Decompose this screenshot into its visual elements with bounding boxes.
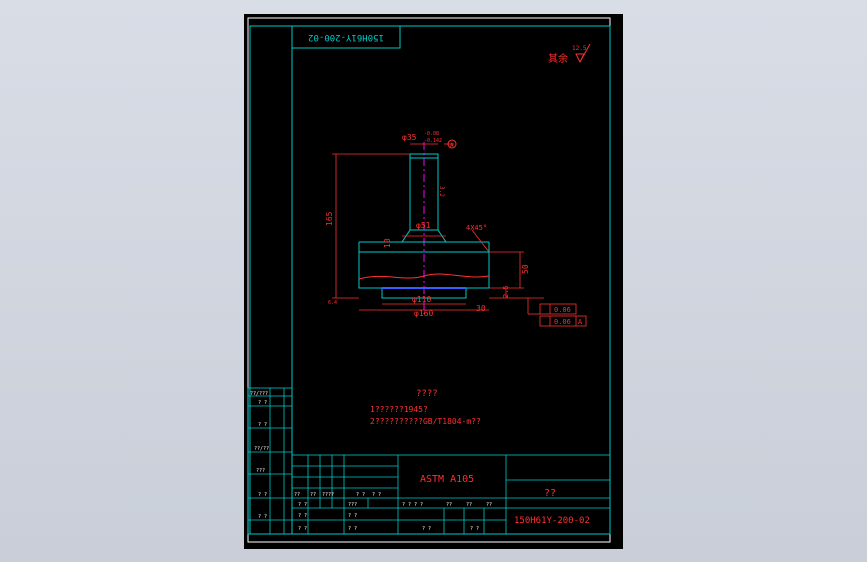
row-a-5: ? ? <box>372 492 381 498</box>
drawing-number-label: 150H61Y-200-02 <box>514 516 590 526</box>
inner-border <box>249 25 611 535</box>
left-label-2: ? ? <box>258 400 267 406</box>
row-c-1: ? ? <box>298 513 307 519</box>
top-dia-tol-lower: -0.142 <box>424 138 442 144</box>
height-total-label: 165 <box>325 211 334 226</box>
roughness-bottom-label: 6.4 <box>328 300 337 306</box>
row-b-1: ? ? <box>298 502 307 508</box>
material-label: ASTM A105 <box>420 474 474 485</box>
notes-line-1: 1??????1945? <box>370 405 428 414</box>
surface-finish-rest: 其余 <box>548 52 568 65</box>
left-label-6: ? ? <box>258 492 267 498</box>
outer-border <box>247 17 611 543</box>
roughness-icon <box>575 43 591 64</box>
bottom-offset-label: 30 <box>476 304 486 313</box>
top-dia-label: φ35 <box>402 133 417 142</box>
row-d-2: ? ? <box>348 526 357 532</box>
bottom-row-1: ? ? <box>422 526 431 532</box>
left-label-5: ??? <box>256 468 265 474</box>
chamfer-label: 4X45° <box>466 224 487 232</box>
top-dia-tol-upper: -0.08 <box>424 131 439 137</box>
rotated-drawing-number: 150H61Y-200-02 <box>308 32 384 42</box>
left-label-1: ??/??? <box>250 391 268 397</box>
notes-line-2: 2??????????GB/T1804-m?? <box>370 417 481 426</box>
row-a-2: ?? <box>310 492 316 498</box>
dimension-lines <box>332 143 544 315</box>
datum-label: A <box>450 142 454 149</box>
break-line <box>358 273 490 280</box>
title-block <box>291 454 611 535</box>
perpendicular-value: 0.06 <box>554 318 571 326</box>
row-c-2: ? ? <box>348 513 357 519</box>
shoulder-label: 10 <box>383 238 392 248</box>
left-margin-table <box>247 387 293 535</box>
scale-row-4: ?? <box>486 502 492 508</box>
left-label-3: ? ? <box>258 422 267 428</box>
roughness-top-label: 3.2 <box>438 186 445 197</box>
row-a-3: ???? <box>322 492 334 498</box>
inner-dia-label: φ110 <box>412 295 431 304</box>
height-body-label: 50 <box>521 264 530 274</box>
outer-dia-label: φ160 <box>414 309 433 318</box>
left-label-7: ? ? <box>258 514 267 520</box>
rotated-number-box <box>291 25 401 49</box>
row-b-2: ??? <box>348 502 357 508</box>
datum-circle <box>447 139 457 149</box>
drawing-canvas: 150H61Y-200-02 其余 12.5 <box>247 17 611 543</box>
left-label-4: ??/?? <box>254 446 269 452</box>
drawing-sheet[interactable]: 150H61Y-200-02 其余 12.5 <box>244 14 623 549</box>
row-a-4: ? ? <box>356 492 365 498</box>
neck-dia-label: φ51 <box>416 221 431 230</box>
row-d-1: ? ? <box>298 526 307 532</box>
scale-row-3: ?? <box>466 502 472 508</box>
row-a-1: ?? <box>294 492 300 498</box>
notes-heading: ???? <box>416 389 438 399</box>
tolerance-frames <box>539 303 587 327</box>
perpendicular-datum: A <box>578 318 583 326</box>
bottom-row-2: ? ? <box>470 526 479 532</box>
step-label: 2.5 <box>502 285 510 298</box>
scale-row-2: ?? <box>446 502 452 508</box>
surface-finish-value: 12.5 <box>572 45 587 52</box>
flatness-value: 0.06 <box>554 306 571 314</box>
scale-row-1: ? ? ? ? <box>402 502 423 508</box>
part-name-label: ?? <box>544 488 556 499</box>
